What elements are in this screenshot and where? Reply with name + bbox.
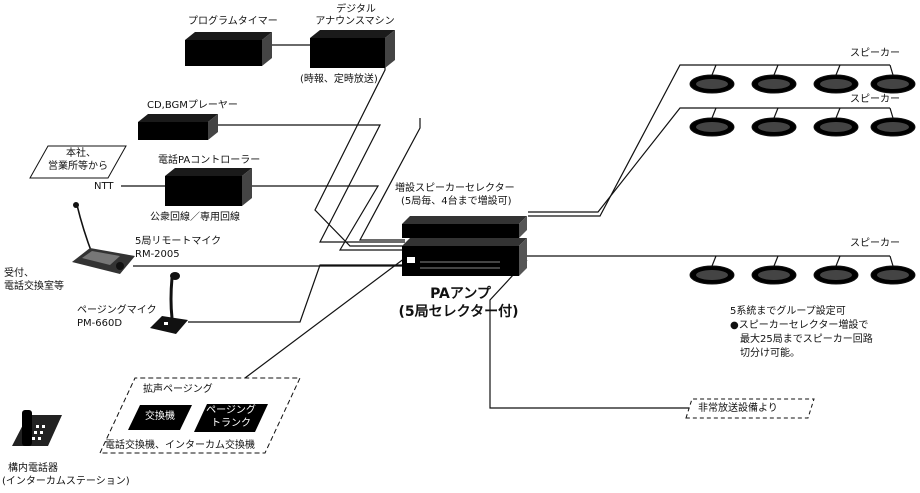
- note-line-3: 最大25局までスピーカー回路: [740, 334, 873, 345]
- digital-announce-label-1: デジタル: [336, 4, 376, 15]
- paging-trunk-label-2: トランク: [211, 418, 251, 429]
- remote-mic-label-1: 5局リモートマイク: [135, 236, 222, 247]
- phone-icon: [12, 410, 62, 446]
- speaker-label-1: スピーカー: [850, 48, 900, 59]
- note-line-1: 5系統までグループ設定可: [730, 306, 846, 317]
- program-timer-label: プログラムタイマー: [188, 16, 278, 27]
- exchange-box: [128, 405, 192, 430]
- remote-mic-label-2: RM-2005: [135, 249, 180, 260]
- paging-group-frame: [99, 377, 301, 454]
- emergency-box: [685, 398, 815, 419]
- speaker-row-3: [689, 265, 916, 285]
- head-office-box: [29, 145, 127, 179]
- paging-trunk-box: [194, 404, 268, 432]
- note-line-2: ●スピーカーセレクター増設で: [730, 320, 869, 331]
- paging-mic-label-1: ページングマイク: [77, 305, 157, 316]
- selector-label-2: (5局毎、4台まで増設可): [401, 196, 512, 207]
- emergency-label: 非常放送設備より: [698, 403, 778, 414]
- tel-pa-controller-box: [165, 168, 252, 206]
- head-office-label-1: 本社、: [66, 148, 96, 159]
- paging-mic-icon: [150, 272, 188, 334]
- announce-note: (時報、定時放送): [300, 74, 378, 85]
- reception-label-1: 受付、: [4, 268, 34, 279]
- pa-amplifier-unit: [402, 216, 527, 276]
- phone-label-1: 構内電話器: [8, 463, 58, 474]
- remote-mic-icon: [72, 202, 135, 274]
- amp-label-2: (5局セレクター付): [398, 304, 519, 320]
- cd-bgm-label: CD,BGMプレーヤー: [147, 100, 238, 111]
- exchange-note: 電話交換機、インターカム交換機: [105, 440, 255, 451]
- cd-player-box: [138, 114, 218, 140]
- paging-mic-label-2: PM-660D: [77, 318, 123, 329]
- program-timer-box: [185, 32, 272, 66]
- selector-label-1: 増設スピーカーセレクター: [395, 183, 515, 194]
- ntt-label: NTT: [94, 181, 114, 192]
- amp-label-1: PAアンプ: [430, 286, 491, 302]
- paging-trunk-label-1: ページング: [206, 405, 256, 416]
- announce-machine-box: [310, 30, 395, 68]
- exchange-label: 交換機: [145, 411, 175, 422]
- phone-label-2: (インターカムステーション): [2, 476, 130, 487]
- paging-group-label: 拡声ページング: [143, 384, 213, 395]
- reception-label-2: 電話交換室等: [4, 281, 64, 292]
- speaker-label-2: スピーカー: [850, 94, 900, 105]
- head-office-label-2: 営業所等から: [48, 161, 108, 172]
- speaker-label-3: スピーカー: [850, 238, 900, 249]
- lines-label: 公衆回線／専用回線: [150, 212, 240, 223]
- note-line-4: 切分け可能。: [740, 348, 800, 359]
- digital-announce-label-2: アナウンスマシン: [315, 16, 395, 27]
- tel-pa-label: 電話PAコントローラー: [158, 155, 261, 166]
